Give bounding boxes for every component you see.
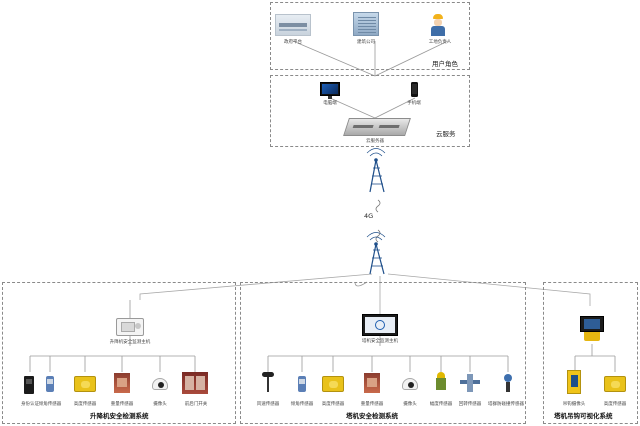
tower-sensor-label-3: 重量传感器: [360, 402, 384, 407]
lift-host-label: 升降机安全监测主机: [109, 340, 151, 345]
tower-sensor-label-6: 回转传感器: [458, 402, 482, 407]
amplitude-sensor-icon: [435, 372, 447, 394]
height-sensor-icon: [74, 376, 96, 392]
wire-role-manager: [374, 40, 449, 77]
tilt-sensor-icon: [46, 376, 54, 392]
wire-phone-server: [374, 97, 416, 119]
lift-sensor-label-0: 身份认证: [21, 402, 39, 407]
tower-tilt-sensor-icon: [298, 376, 306, 392]
weight-sensor-icon: [114, 373, 130, 393]
lift-sensor-label-1: 倾角传感器: [38, 402, 62, 407]
role-label-manager: 工地负责人: [428, 40, 452, 45]
cloud-server-label: 云服务器: [366, 139, 384, 144]
signal-wave-icon: [375, 199, 381, 243]
cloud-service-title: 云服务: [436, 130, 456, 138]
signal-tower-top-icon: [366, 148, 386, 193]
company-building-image: [353, 12, 379, 36]
gov-platform-image: [275, 14, 311, 36]
lift-host-device-icon: [116, 318, 144, 336]
hook-host-device-icon: [580, 316, 604, 342]
tower-sensor-label-5: 幅度传感器: [429, 402, 453, 407]
lift-sensor-label-3: 重量传感器: [110, 402, 134, 407]
tower-sensor-label-7: 塔群防碰撞传感器: [488, 402, 524, 407]
worker-icon: [430, 14, 446, 36]
role-label-company: 建筑公司: [357, 40, 375, 45]
cloud-server-icon: [343, 118, 411, 136]
camera-dome-icon: [152, 378, 168, 390]
tower-sensor-label-1: 倾角传感器: [290, 402, 314, 407]
lift-sensor-label-2: 高度传感器: [73, 402, 97, 407]
anti-collision-sensor-icon: [500, 374, 516, 392]
tower-host-label: 塔机安全监测主机: [362, 339, 398, 344]
computer-monitor-icon: [320, 82, 340, 96]
user-roles-title: 用户角色: [432, 60, 458, 68]
monitor-stand: [328, 96, 332, 99]
tower-system-panel: [240, 282, 526, 424]
wire-tower-to-lift: [139, 273, 373, 300]
network-4g-label: 4G: [364, 212, 374, 220]
tower-host-device-icon: [362, 314, 398, 336]
door-switch-icon: [182, 372, 208, 394]
rotation-sensor-icon: [460, 374, 480, 392]
role-label-gov: 政府平台: [284, 40, 302, 45]
wire-role-gov: [292, 40, 376, 77]
lift-system-panel: [2, 282, 236, 424]
tower-sensor-label-2: 高度传感器: [321, 402, 345, 407]
wire-tower-to-hook: [387, 273, 591, 306]
tower-sensor-label-0: 风速传感器: [256, 402, 280, 407]
hook-camera-icon: [567, 370, 581, 394]
wind-speed-sensor-icon: [262, 372, 274, 394]
lift-system-title: 升降机安全检测系统: [90, 412, 149, 420]
tower-weight-sensor-icon: [364, 373, 380, 393]
tower-camera-dome-icon: [402, 378, 418, 390]
tower-sensor-label-4: 摄像头: [403, 402, 417, 407]
hook-system-title: 塔机吊钩可视化系统: [554, 412, 613, 420]
signal-tower-bottom-icon: [366, 232, 386, 275]
user-roles-panel: [270, 2, 470, 70]
hook-height-sensor-icon: [604, 376, 626, 392]
tower-system-title: 塔机安全检测系统: [346, 412, 398, 420]
hook-sensor-label-1: 高度传感器: [603, 402, 627, 407]
lift-sensor-label-4: 摄像头: [153, 402, 167, 407]
cloud-device-pc-label: 电脑端: [323, 101, 337, 106]
cloud-service-panel: [270, 75, 470, 147]
id-card-reader-icon: [24, 376, 34, 394]
lift-sensor-label-5: 前后门开关: [184, 402, 208, 407]
cloud-device-phone-label: 手机端: [407, 101, 421, 106]
tower-height-sensor-icon: [322, 376, 344, 392]
mobile-phone-icon: [411, 82, 418, 97]
wire-pc-server: [329, 97, 376, 119]
hook-sensor-label-0: 吊钩摄像头: [562, 402, 586, 407]
hook-system-panel: [543, 282, 638, 424]
